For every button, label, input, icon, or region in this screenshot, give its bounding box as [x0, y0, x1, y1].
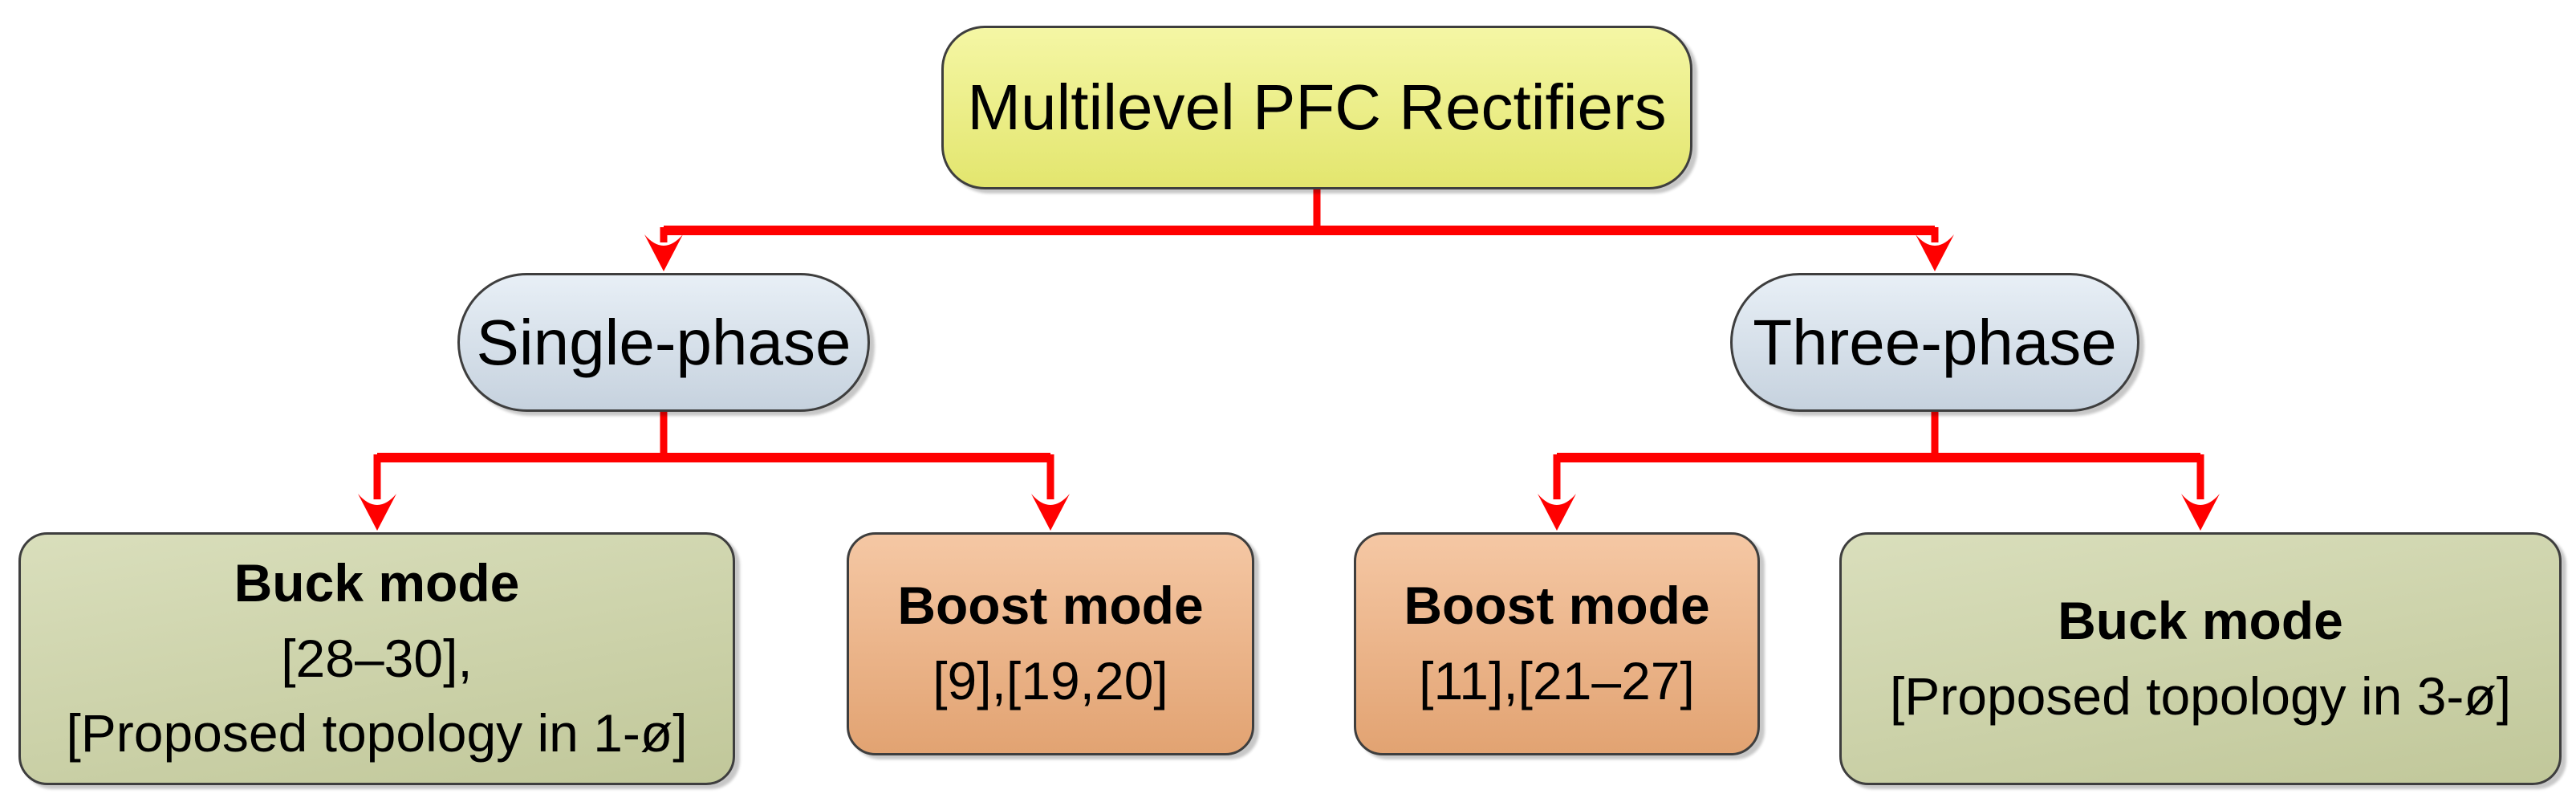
node-three-phase-label: Three-phase — [1753, 306, 2117, 378]
leaf-refs: [Proposed topology in 1-ø] — [66, 703, 688, 763]
arrowhead-boost-3ph — [1538, 494, 1576, 531]
node-single-phase-label: Single-phase — [476, 306, 851, 378]
node-buck-three-phase: Buck mode [Proposed topology in 3-ø] — [1839, 532, 2562, 785]
leaf-refs: [11],[21–27] — [1419, 651, 1695, 710]
node-boost-single-phase: Boost mode [9],[19,20] — [847, 532, 1254, 755]
node-buck-single-phase: Buck mode [28–30], [Proposed topology in… — [18, 532, 735, 785]
leaf-title: Boost mode — [1404, 576, 1710, 636]
leaf-refs: [9],[19,20] — [932, 651, 1168, 710]
arrowhead-buck-3ph — [2181, 494, 2220, 531]
leaf-title: Boost mode — [897, 576, 1204, 636]
leaf-refs: [28–30], — [281, 628, 473, 688]
leaf-title: Buck mode — [234, 552, 520, 613]
leaf-refs: [Proposed topology in 3-ø] — [1889, 666, 2512, 726]
arrowhead-three-phase — [1916, 234, 1954, 271]
node-root: Multilevel PFC Rectifiers — [941, 26, 1692, 189]
node-single-phase: Single-phase — [457, 273, 870, 412]
arrowhead-single-phase — [644, 234, 683, 271]
arrowhead-buck-1ph — [358, 494, 396, 531]
node-boost-three-phase: Boost mode [11],[21–27] — [1354, 532, 1760, 755]
leaf-title: Buck mode — [2058, 590, 2343, 650]
arrowhead-boost-1ph — [1031, 494, 1070, 531]
node-root-label: Multilevel PFC Rectifiers — [967, 71, 1667, 143]
node-three-phase: Three-phase — [1730, 273, 2139, 412]
